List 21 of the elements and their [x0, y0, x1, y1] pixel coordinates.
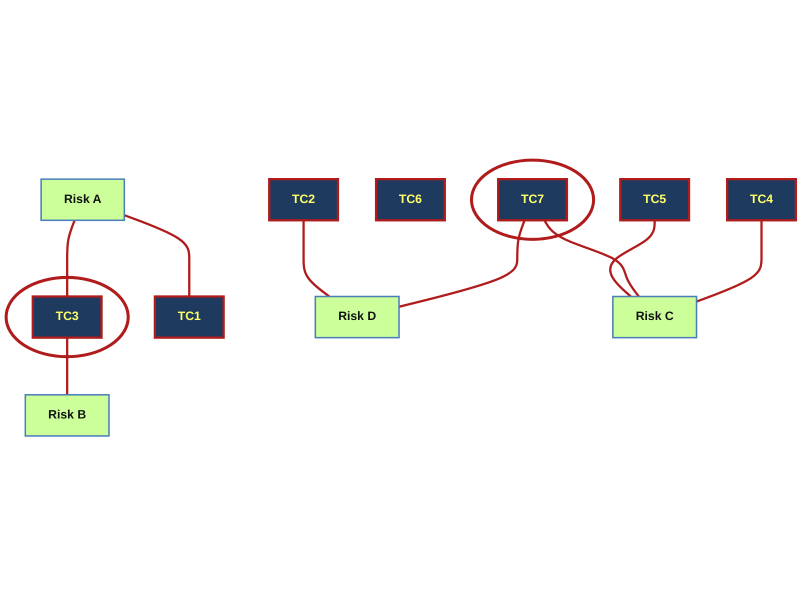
connector [609, 220, 656, 298]
connector [302, 220, 330, 298]
connector [66, 220, 76, 296]
node-box: TC4 [726, 178, 798, 222]
connector [398, 220, 526, 308]
node-box: TC5 [619, 178, 690, 222]
connector [696, 220, 763, 303]
node-box: TC1 [154, 295, 225, 339]
node-box: TC2 [268, 178, 340, 222]
connector [543, 220, 640, 298]
highlight-ellipse [4, 276, 130, 358]
node-box: TC7 [497, 178, 568, 222]
highlight-ellipse [470, 158, 596, 241]
node-box: TC6 [374, 178, 446, 222]
node-box: Risk A [40, 178, 126, 222]
connector [66, 338, 68, 395]
node-box: Risk D [314, 296, 400, 338]
node-box: TC3 [32, 295, 103, 339]
node-box: Risk B [24, 394, 110, 437]
node-box: Risk C [612, 296, 698, 338]
connector [124, 214, 190, 296]
